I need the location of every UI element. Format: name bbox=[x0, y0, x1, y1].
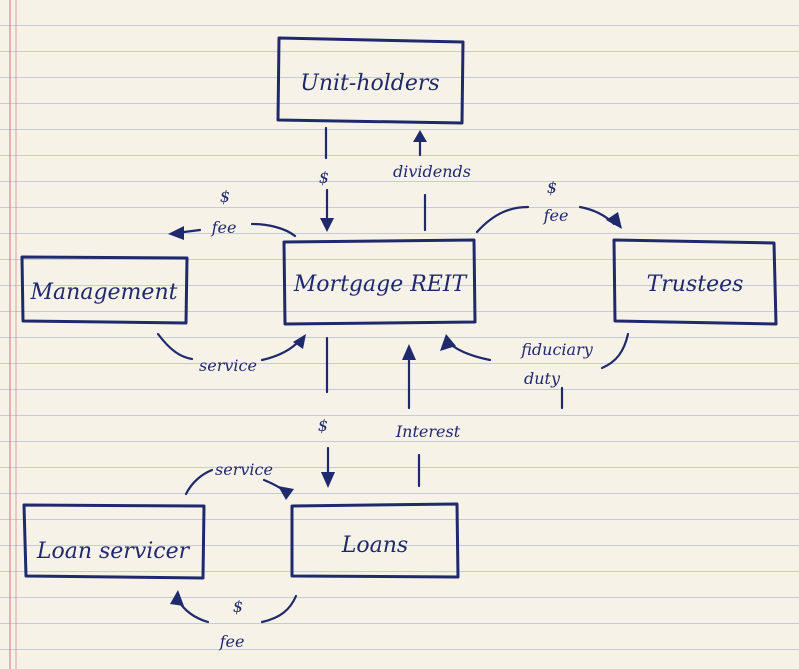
edge-label: $ bbox=[233, 597, 243, 616]
edge-label: $ bbox=[547, 178, 557, 197]
edge-mgmt-fee: $ fee bbox=[168, 187, 297, 240]
edge-label: fiduciary bbox=[520, 340, 593, 359]
node-mortgage-reit: Mortgage REIT bbox=[282, 238, 477, 326]
edge-servicer-service: service bbox=[184, 460, 294, 500]
margin-line bbox=[9, 0, 11, 669]
edge-label: $ bbox=[220, 187, 230, 206]
edge-label: service bbox=[215, 460, 273, 479]
node-label: Trustees bbox=[647, 272, 744, 297]
node-unit-holders: Unit-holders bbox=[276, 36, 465, 125]
edge-fiduciary-duty: fiduciary duty bbox=[440, 332, 630, 410]
edge-trustee-fee: $ fee bbox=[475, 178, 622, 234]
edge-dividends: dividends bbox=[393, 130, 471, 232]
node-label: Management bbox=[30, 280, 178, 305]
node-trustees: Trustees bbox=[612, 238, 778, 326]
edge-label: Interest bbox=[395, 422, 461, 441]
node-loan-servicer: Loan servicer bbox=[22, 503, 206, 580]
node-loans: Loans bbox=[290, 502, 460, 579]
edge-label: duty bbox=[524, 369, 561, 388]
node-label: Loans bbox=[341, 533, 408, 558]
edge-holders-to-reit: $ bbox=[319, 126, 334, 232]
margin-line bbox=[15, 0, 17, 669]
edge-label: fee bbox=[211, 218, 237, 237]
node-label: Loan servicer bbox=[36, 539, 191, 564]
node-management: Management bbox=[20, 255, 189, 325]
edge-label: $ bbox=[318, 416, 328, 435]
edge-reit-to-loans: $ bbox=[318, 336, 335, 488]
edge-label: service bbox=[199, 356, 257, 375]
edge-servicer-fee: $ fee bbox=[170, 590, 298, 651]
edge-interest: Interest bbox=[395, 344, 461, 488]
node-label: Mortgage REIT bbox=[293, 272, 469, 297]
edge-label: $ bbox=[319, 168, 329, 187]
edge-mgmt-service: service bbox=[156, 332, 306, 375]
edge-label: fee bbox=[219, 632, 245, 651]
node-label: Unit-holders bbox=[300, 71, 439, 96]
edge-label: dividends bbox=[393, 162, 471, 181]
edge-label: fee bbox=[543, 206, 569, 225]
